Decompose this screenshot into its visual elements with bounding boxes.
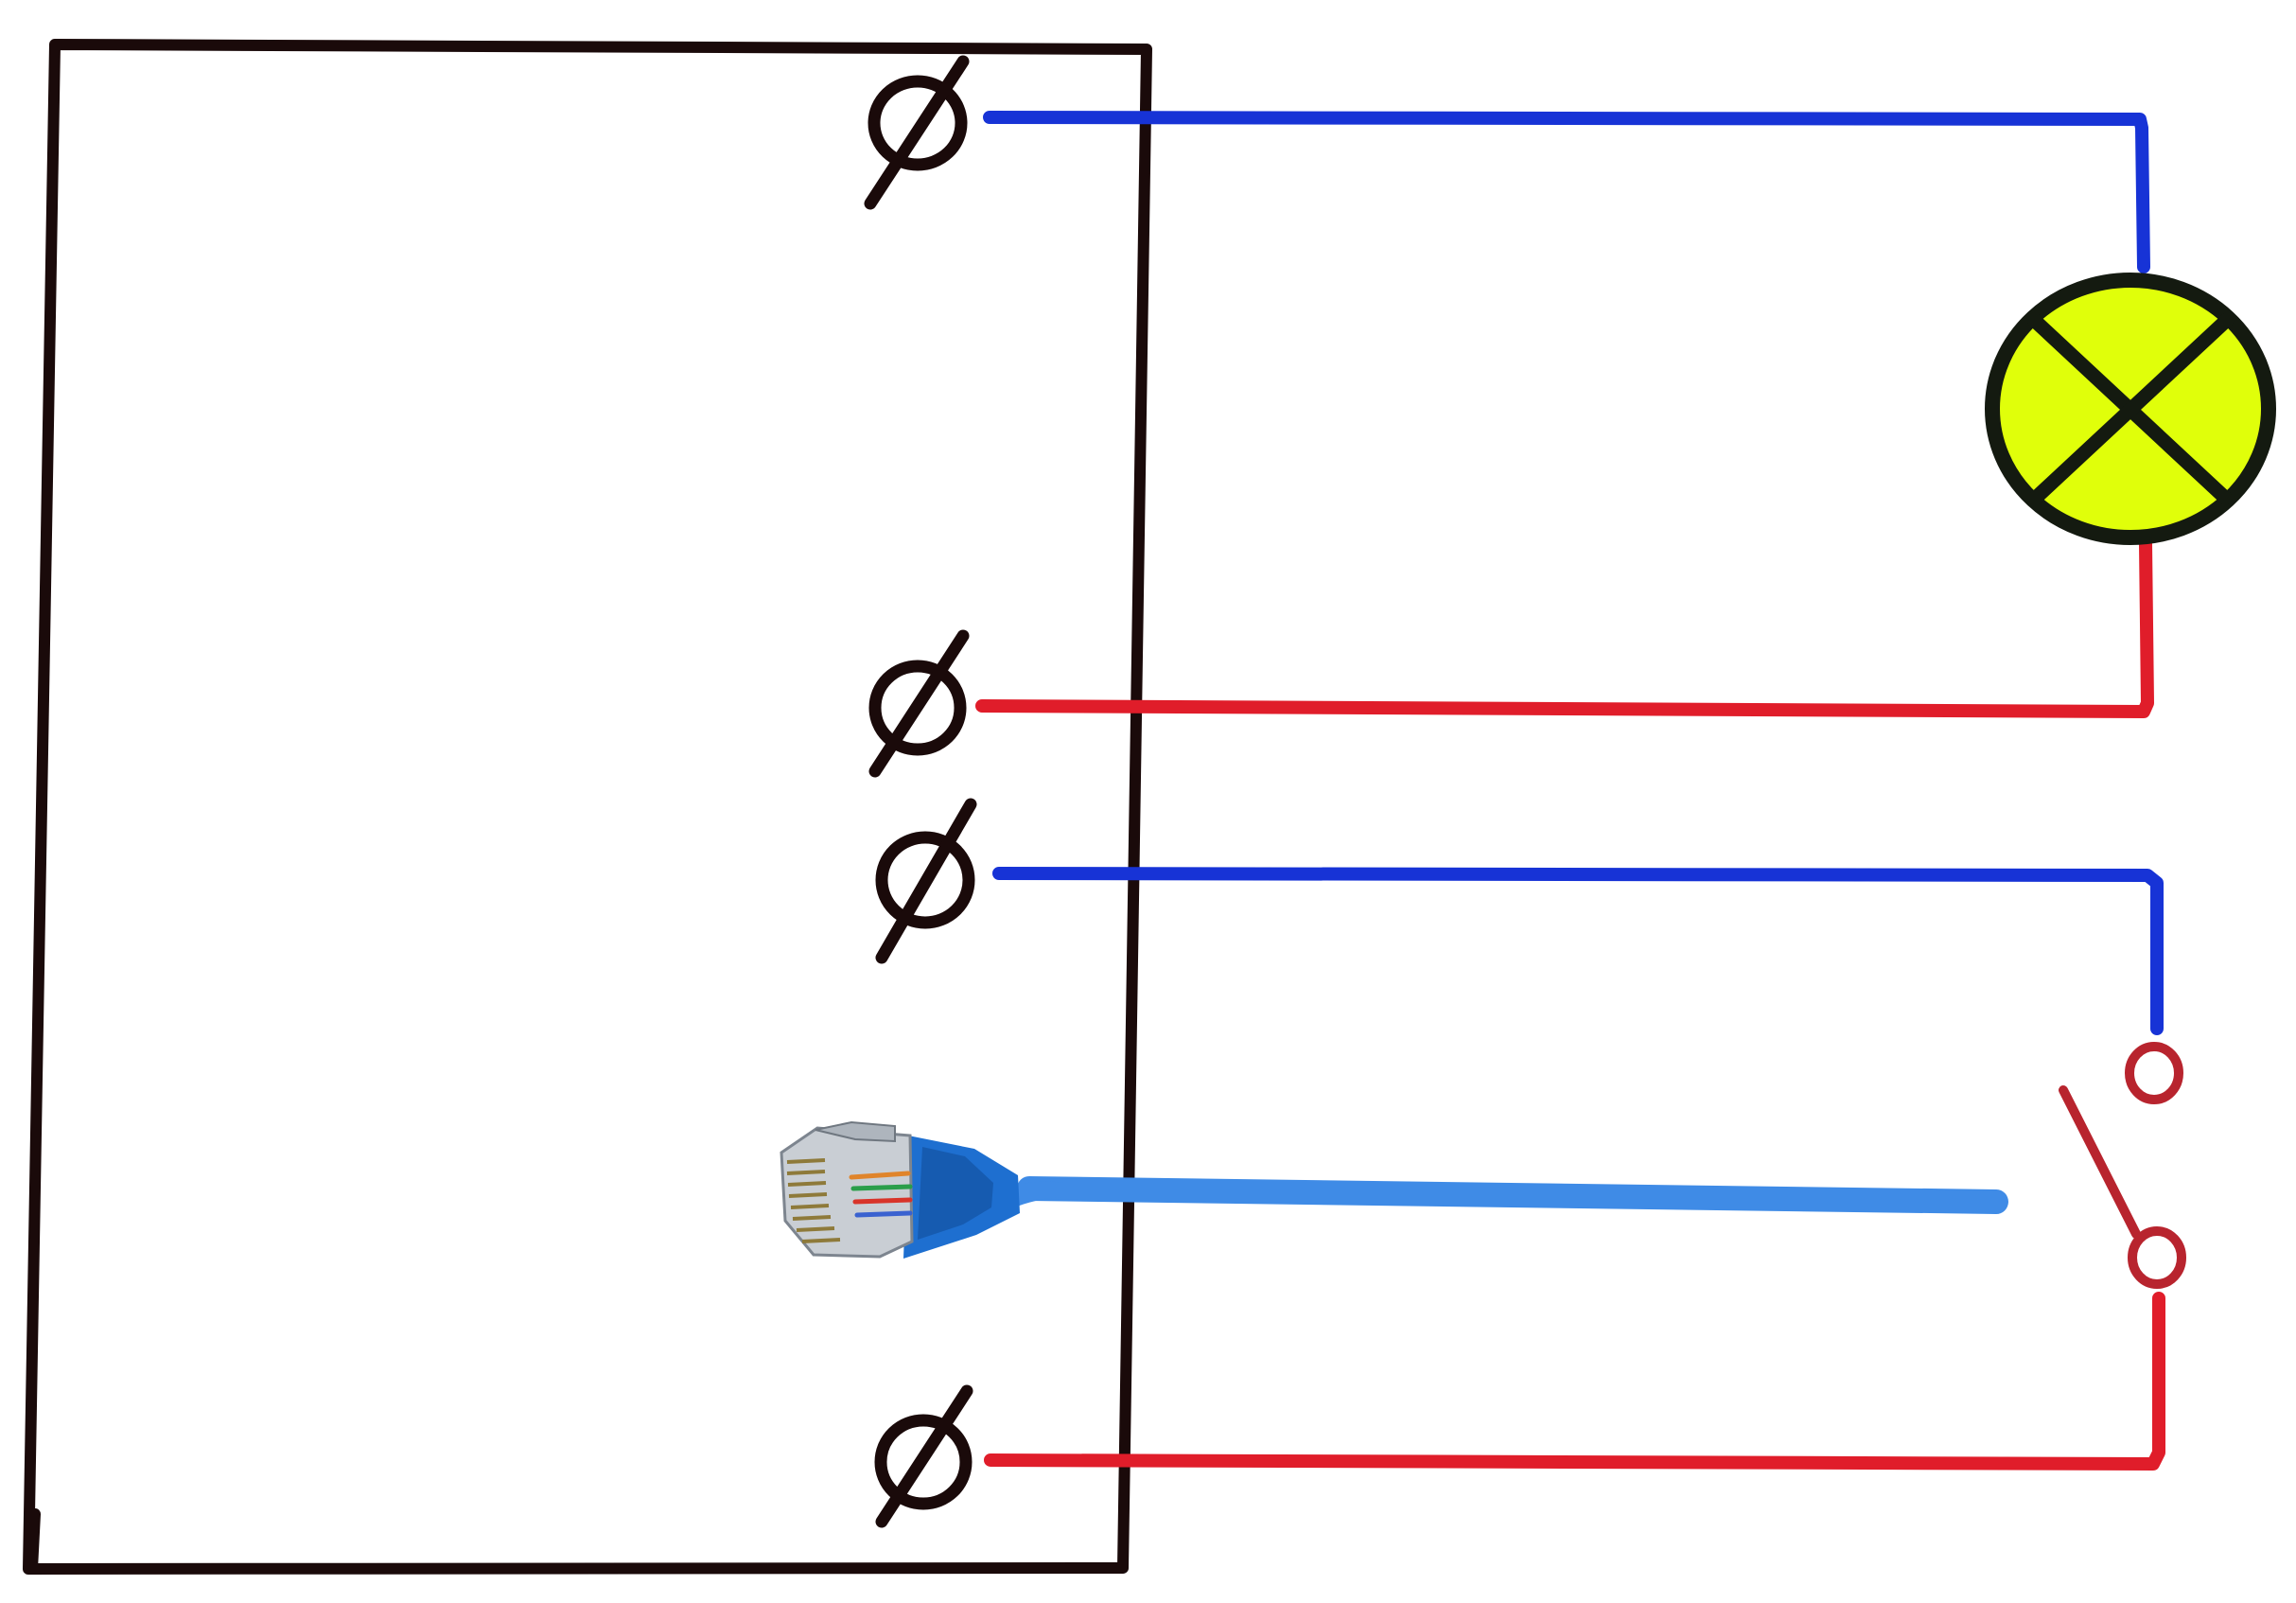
terminals xyxy=(864,55,977,1528)
network-cable xyxy=(1010,1176,2008,1214)
terminal-2-icon xyxy=(868,629,970,778)
wire-red-switch xyxy=(984,1292,2165,1471)
wire-red-lamp xyxy=(975,537,2154,718)
wires xyxy=(975,111,2165,1471)
terminal-3-icon xyxy=(875,798,977,964)
terminal-4-icon xyxy=(874,1384,973,1528)
wire-blue-lamp xyxy=(983,111,2150,273)
terminal-1-icon xyxy=(864,55,970,210)
controller-box-outline xyxy=(23,39,1152,1575)
wire-blue-switch xyxy=(992,867,2164,1035)
lamp-icon xyxy=(1985,273,2276,545)
switch-icon xyxy=(2059,1042,2186,1289)
controller-box-corner xyxy=(26,1508,41,1575)
rj45-connector-icon xyxy=(780,1120,1020,1259)
controller-box xyxy=(23,39,1152,1575)
